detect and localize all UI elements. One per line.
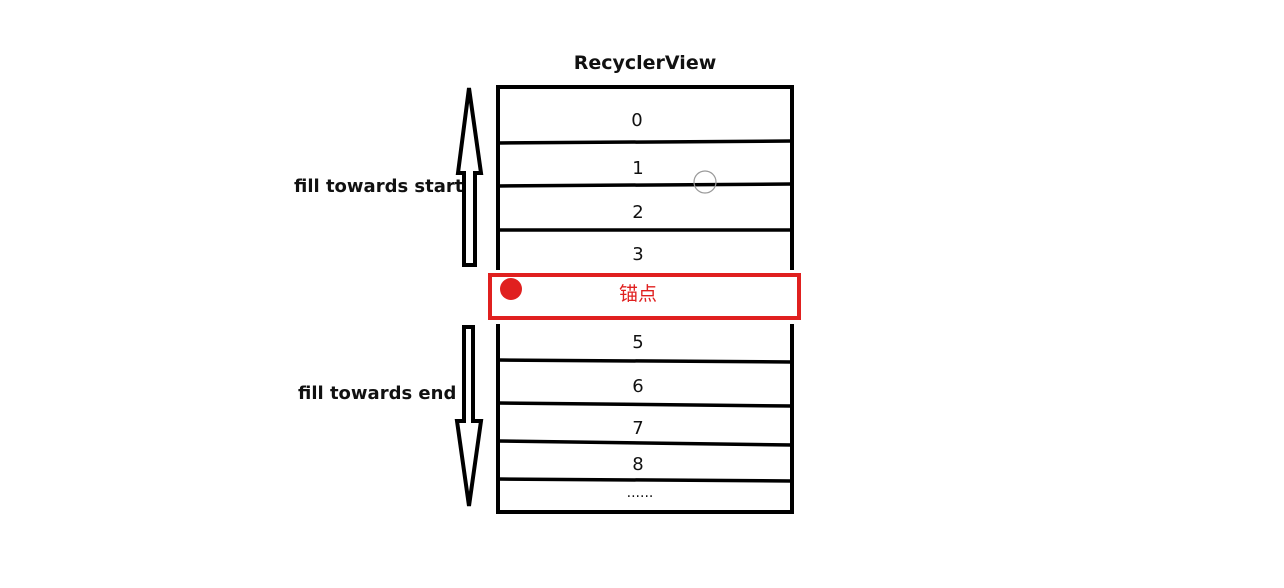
list-item: 2 xyxy=(632,202,643,223)
list-item: 7 xyxy=(632,418,643,439)
anchor-dot xyxy=(500,278,522,300)
recyclerview-title: RecyclerView xyxy=(573,52,717,74)
down-arrow-icon xyxy=(454,325,484,507)
list-item: 8 xyxy=(632,454,643,475)
anchor-row xyxy=(488,273,801,320)
fill-towards-end-label: fill towards end xyxy=(298,383,457,404)
row-divider xyxy=(497,439,793,447)
list-item: 5 xyxy=(632,332,643,353)
list-item: ...... xyxy=(627,485,654,501)
anchor-label: 锚点 xyxy=(619,283,657,305)
list-item: 6 xyxy=(632,376,643,397)
cursor-indicator-icon xyxy=(693,170,717,194)
row-divider xyxy=(497,182,793,188)
row-divider xyxy=(497,358,793,364)
fill-towards-start-label: fill towards start xyxy=(294,176,464,197)
row-divider xyxy=(497,477,793,483)
up-arrow-icon xyxy=(455,87,484,267)
row-divider xyxy=(497,401,793,408)
list-item: 1 xyxy=(632,158,643,179)
list-item: 3 xyxy=(632,244,643,265)
row-divider xyxy=(497,139,793,145)
list-item: 0 xyxy=(631,110,642,131)
